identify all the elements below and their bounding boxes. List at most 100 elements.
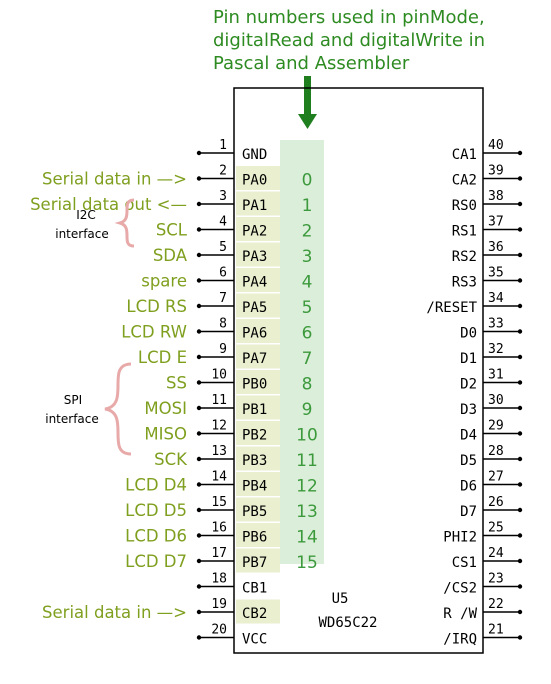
logical-pin-number: 2	[302, 222, 313, 242]
logical-pin-number: 7	[302, 349, 313, 369]
pin-annotation: LCD RW	[121, 323, 187, 342]
pin-number: 2	[219, 164, 227, 179]
pin-number: 8	[219, 317, 227, 332]
pin-name: CB2	[242, 606, 267, 622]
pin-number: 27	[488, 470, 504, 485]
pin-annotation: LCD D7	[125, 552, 187, 571]
pin-end-dot	[196, 609, 202, 615]
logical-number-column	[280, 140, 324, 564]
pin-name: D1	[460, 351, 477, 367]
logical-pin-number: 15	[296, 553, 318, 573]
pin-number: 33	[488, 317, 504, 332]
pin-annotation: LCD D4	[125, 476, 187, 495]
chip-ref: U5	[332, 591, 349, 607]
pin-name: PB3	[242, 453, 267, 469]
pin-name: RS3	[452, 275, 477, 291]
pin-end-dot	[196, 533, 202, 538]
pin-end-dot	[196, 558, 202, 564]
pin-number: 10	[211, 368, 227, 383]
pin-number: 6	[219, 266, 227, 281]
pin-number: 20	[211, 623, 227, 638]
pin-name: PB1	[242, 402, 267, 418]
pin-number: 18	[211, 572, 227, 587]
pin-highlight	[236, 497, 280, 522]
pin-number: 14	[211, 470, 227, 485]
pin-end-dot	[517, 176, 523, 181]
pin-number: 12	[211, 419, 227, 434]
logical-pin-number: 9	[302, 400, 313, 420]
pin-number: 5	[219, 240, 227, 255]
pin-annotation: Serial data in —>	[42, 603, 187, 622]
pin-end-dot	[517, 533, 523, 538]
pin-name: PA5	[242, 300, 267, 316]
pin-name: PA7	[242, 351, 267, 367]
pin-name: D5	[460, 453, 477, 469]
pin-number: 36	[488, 240, 504, 255]
logical-pin-number: 0	[302, 171, 313, 191]
pin-highlight	[236, 599, 280, 624]
pin-annotation: SS	[166, 374, 187, 393]
pin-end-dot	[517, 507, 523, 513]
right-pin-34: 34/RESET	[426, 291, 523, 316]
pin-number: 37	[488, 215, 504, 230]
pin-highlight	[236, 548, 280, 573]
pin-name: CS1	[452, 555, 477, 571]
pin-name: CB1	[242, 581, 267, 597]
pin-number: 25	[488, 521, 504, 536]
logical-pin-number: 5	[302, 298, 313, 318]
pin-number: 29	[488, 419, 504, 434]
logical-pin-number: 13	[296, 502, 318, 522]
pin-name: D2	[460, 377, 477, 393]
pin-name: VCC	[242, 632, 267, 648]
pin-annotation: spare	[141, 272, 187, 291]
pin-number: 16	[211, 521, 227, 536]
pin-name: CA2	[452, 173, 477, 189]
pin-highlight	[236, 446, 280, 471]
right-pin-23: 23/CS2	[443, 572, 523, 597]
pin-end-dot	[517, 354, 523, 360]
pin-annotation: LCD D5	[125, 501, 187, 520]
spi-group: SPI interface	[45, 362, 132, 456]
pin-end-dot	[517, 278, 523, 283]
pin-highlight	[236, 217, 280, 241]
logical-pin-number: 4	[302, 273, 313, 293]
pin-name: PB6	[242, 530, 267, 546]
i2c-label-line-1: I2C	[76, 208, 96, 222]
pin-end-dot	[196, 405, 202, 411]
pin-number: 39	[488, 164, 504, 179]
pin-highlight	[236, 166, 280, 190]
pin-end-dot	[517, 431, 523, 436]
pin-end-dot	[517, 405, 523, 411]
pin-number: 1	[219, 138, 227, 153]
pin-name: PA4	[242, 275, 267, 291]
pin-highlight	[236, 191, 280, 216]
pin-end-dot	[196, 380, 202, 385]
logical-pin-number: 10	[296, 426, 318, 446]
chip-part: WD65C22	[318, 615, 377, 631]
pin-highlight	[236, 344, 280, 369]
pin-annotation: LCD D6	[125, 527, 187, 546]
pin-name: PA1	[242, 198, 267, 214]
pin-end-dot	[517, 456, 523, 462]
pin-number: 34	[488, 291, 504, 306]
pin-end-dot	[517, 635, 523, 640]
header-line-1: Pin numbers used in pinMode,	[213, 7, 485, 28]
pin-end-dot	[196, 329, 202, 334]
pin-number: 21	[488, 623, 504, 638]
